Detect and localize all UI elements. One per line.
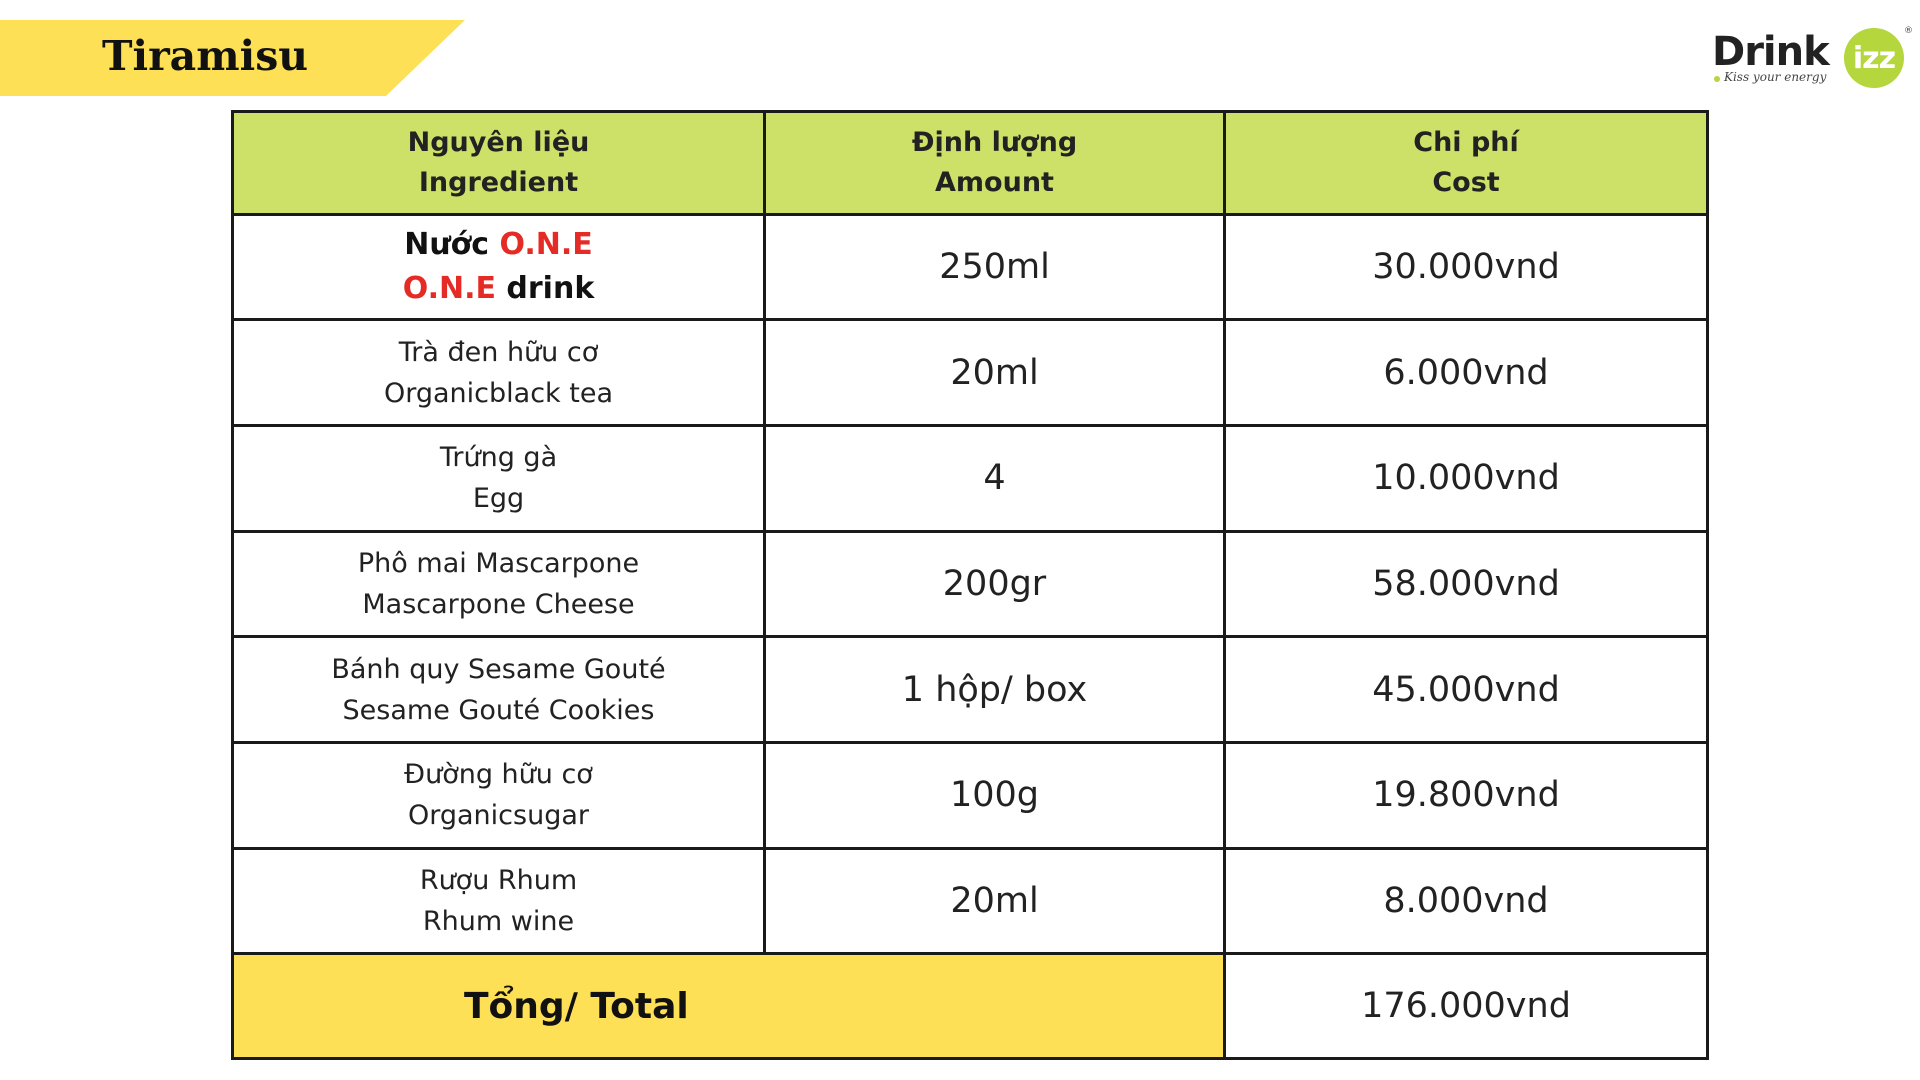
logo-dot-icon <box>1714 76 1720 82</box>
amount-cell: 200gr <box>763 529 1226 639</box>
cost-cell: 10.000vnd <box>1223 423 1709 533</box>
header-cost: Chi phí Cost <box>1223 110 1709 216</box>
table-row: Phô mai Mascarpone Mascarpone Cheese 200… <box>231 529 1709 639</box>
header-ingredient: Nguyên liệu Ingredient <box>231 110 766 216</box>
logo-word: Drink <box>1712 29 1830 75</box>
total-row: Tổng/ Total 176.000vnd <box>231 952 1709 1060</box>
recipe-cost-table: Nguyên liệu Ingredient Định lượng Amount… <box>231 110 1709 1060</box>
table-row: Bánh quy Sesame Gouté Sesame Gouté Cooki… <box>231 635 1709 744</box>
page-title: Tiramisu <box>102 32 309 80</box>
ingredient-cell: Phô mai Mascarpone Mascarpone Cheese <box>231 529 766 639</box>
table-row: Đường hữu cơ Organicsugar 100g 19.800vnd <box>231 740 1709 850</box>
cost-cell: 45.000vnd <box>1223 635 1709 744</box>
ingredient-cell: Trứng gà Egg <box>231 423 766 533</box>
amount-cell: 250ml <box>763 212 1226 322</box>
table-header-row: Nguyên liệu Ingredient Định lượng Amount… <box>231 110 1709 216</box>
ingredient-cell: Rượu Rhum Rhum wine <box>231 846 766 956</box>
drinkizz-logo: Drink izz ® Kiss your energy <box>1712 24 1913 94</box>
table-row: Rượu Rhum Rhum wine 20ml 8.000vnd <box>231 846 1709 956</box>
title-banner <box>0 20 465 96</box>
table-row: Trứng gà Egg 4 10.000vnd <box>231 423 1709 533</box>
ingredient-cell: Nước O.N.E O.N.E drink <box>231 212 766 322</box>
cost-cell: 30.000vnd <box>1223 212 1709 322</box>
table-row: Nước O.N.E O.N.E drink 250ml 30.000vnd <box>231 212 1709 322</box>
cost-cell: 8.000vnd <box>1223 846 1709 956</box>
logo-badge: izz <box>1844 28 1904 88</box>
brand-name: O.N.E <box>402 270 496 306</box>
total-label: Tổng/ Total <box>231 952 1226 1060</box>
amount-cell: 1 hộp/ box <box>763 635 1226 744</box>
brand-name: O.N.E <box>499 226 593 262</box>
total-cost: 176.000vnd <box>1223 952 1709 1060</box>
cost-cell: 19.800vnd <box>1223 740 1709 850</box>
cost-cell: 6.000vnd <box>1223 318 1709 427</box>
registered-mark: ® <box>1904 26 1913 36</box>
ingredient-cell: Đường hữu cơ Organicsugar <box>231 740 766 850</box>
cost-cell: 58.000vnd <box>1223 529 1709 639</box>
amount-cell: 4 <box>763 423 1226 533</box>
ingredient-cell: Trà đen hữu cơ Organicblack tea <box>231 318 766 427</box>
amount-cell: 20ml <box>763 846 1226 956</box>
amount-cell: 20ml <box>763 318 1226 427</box>
logo-tagline: Kiss your energy <box>1724 70 1827 84</box>
amount-cell: 100g <box>763 740 1226 850</box>
table-row: Trà đen hữu cơ Organicblack tea 20ml 6.0… <box>231 318 1709 427</box>
header-amount: Định lượng Amount <box>763 110 1226 216</box>
ingredient-cell: Bánh quy Sesame Gouté Sesame Gouté Cooki… <box>231 635 766 744</box>
